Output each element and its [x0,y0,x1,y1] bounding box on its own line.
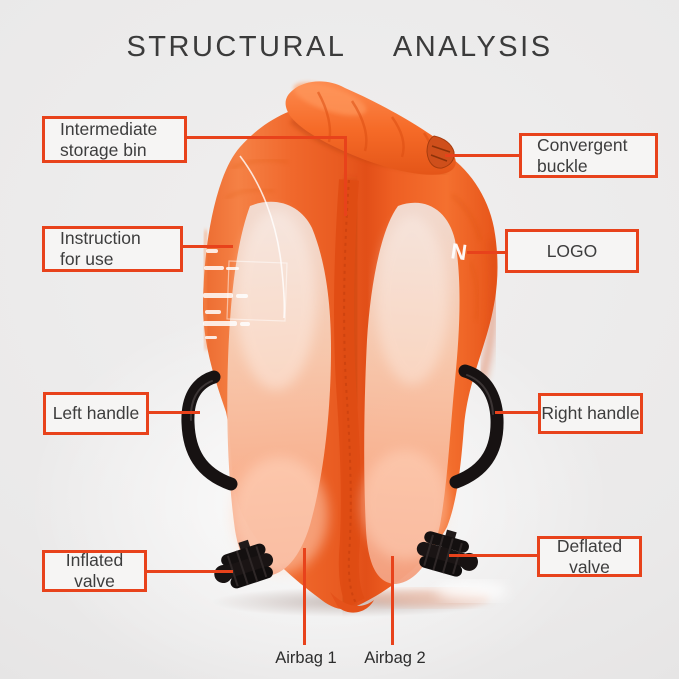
left-handle [181,370,238,491]
callout-label-instruction-for-use: Instruction for use [60,228,141,269]
callout-label-logo: LOGO [546,240,598,261]
instruction-print [203,249,250,339]
callout-line-inflated-valve [145,570,233,573]
callout-instruction-for-use: Instruction for use [42,226,183,272]
callout-line-convergent-buckle [445,154,521,157]
callout-line-airbag1 [303,548,306,645]
callout-label-left-handle: Left handle [52,403,140,423]
callout-right-handle: Right handle [538,393,643,434]
callout-line-left-handle [147,411,200,414]
callout-label-inflated-valve: Inflated valve [65,550,133,591]
bottom-fold [330,592,374,613]
callout-line-storage-bin-h [185,136,347,139]
right-handle [449,364,504,489]
label-airbag-2: Airbag 2 [364,649,426,667]
callout-line-storage-bin-v [344,136,347,216]
callout-line-logo [467,251,507,254]
callout-convergent-buckle: Convergent buckle [519,133,658,178]
callout-line-instruction [181,245,233,248]
callout-label-intermediate-storage-bin: Intermediate storage bin [60,118,158,160]
page-title: STRUCTURAL ANALYSIS [126,31,553,63]
convergent-buckle [426,135,455,169]
callout-label-deflated-valve: Deflated valve [556,535,627,577]
panel-seam-highlight [239,155,286,319]
callout-line-airbag2 [391,556,394,645]
callout-logo: LOGO [505,229,639,273]
label-airbag-1: Airbag 1 [275,649,337,667]
callout-line-deflated-valve [449,554,539,557]
callout-label-convergent-buckle: Convergent buckle [537,134,628,176]
callout-label-right-handle: Right handle [541,403,640,423]
instruction-print-frame [226,260,288,322]
center-seam [327,178,372,612]
callout-inflated-valve: Inflated valve [42,550,147,592]
callout-line-right-handle [495,411,540,414]
panel-highlights [232,210,449,573]
callout-left-handle: Left handle [43,392,149,435]
roll-top-highlight [293,82,367,116]
logo-mark: N [449,238,468,265]
callout-deflated-valve: Deflated valve [537,536,642,577]
deflate-valve [416,529,478,577]
callout-intermediate-storage-bin: Intermediate storage bin [42,116,187,163]
